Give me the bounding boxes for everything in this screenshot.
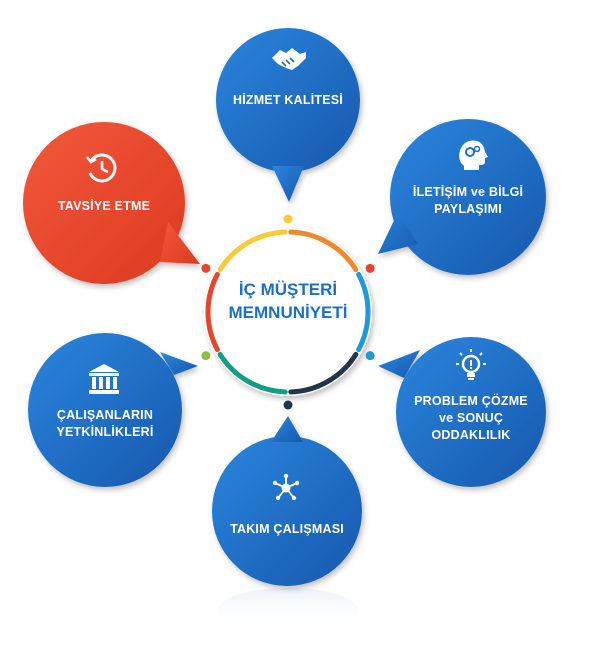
lightbulb-icon — [456, 349, 486, 380]
node-calisanlar — [28, 333, 198, 487]
center-title-line1: İÇ MÜŞTERİ — [238, 280, 338, 299]
label-problem-cozme: PROBLEM ÇÖZME ve SONUÇ ODDAKLILIK — [401, 393, 541, 444]
ring-segment-blue — [356, 271, 371, 353]
history-clock-icon — [85, 153, 117, 183]
head-gears-icon — [459, 140, 488, 170]
label-takim-calismasi: TAKIM ÇALIŞMASI — [212, 521, 362, 538]
dot-lower-right — [365, 351, 375, 361]
center-ring — [205, 229, 371, 395]
ring-segment-yellow — [217, 229, 288, 273]
node-problem-cozme — [378, 337, 546, 487]
label-line: ODDAKLILIK — [431, 428, 511, 442]
dot-lower-left — [201, 351, 211, 361]
ring-segment-red — [205, 271, 220, 353]
label-line: HİZMET KALİTESİ — [233, 93, 343, 107]
label-line: TAVSİYE ETME — [57, 199, 151, 213]
node-takim-calismasi — [212, 416, 362, 586]
bank-icon — [89, 364, 119, 394]
label-line: TAKIM ÇALIŞMASI — [230, 522, 344, 536]
label-calisanlar: ÇALIŞANLARIN YETKİNLİKLERİ — [35, 407, 175, 441]
ring-segment-orange — [288, 229, 359, 273]
label-line: ÇALIŞANLARIN — [56, 408, 154, 422]
dot-upper-right — [365, 263, 375, 273]
label-tavsiye-etme: TAVSİYE ETME — [34, 198, 174, 215]
handshake-icon — [272, 48, 306, 70]
dot-top — [283, 214, 293, 224]
center-title-line2: MEMNUNİYETİ — [228, 303, 348, 322]
label-hizmet-kalitesi: HİZMET KALİTESİ — [208, 92, 368, 109]
label-line: PROBLEM ÇÖZME — [414, 394, 528, 408]
ring-segment-navy — [288, 351, 359, 395]
ring-dots — [201, 214, 375, 410]
dot-bottom — [283, 400, 293, 410]
reflection — [218, 588, 358, 632]
node-hizmet-kalitesi — [216, 28, 360, 202]
ring-segment-green — [217, 351, 288, 395]
dot-upper-left — [201, 263, 211, 273]
label-line: ve SONUÇ — [438, 411, 504, 425]
center-circle — [204, 228, 372, 396]
label-line: YETKİNLİKLERİ — [56, 425, 154, 439]
label-line: PAYLAŞIMI — [434, 202, 502, 216]
node-tavsiye-etme — [23, 122, 200, 284]
center-title: İÇ MÜŞTERİ MEMNUNİYETİ — [196, 278, 380, 324]
node-iletisim — [378, 119, 546, 275]
label-iletisim: İLETİŞİM ve BİLGİ PAYLAŞIMI — [398, 184, 538, 218]
network-icon — [272, 473, 300, 501]
label-line: İLETİŞİM ve BİLGİ — [412, 185, 524, 199]
